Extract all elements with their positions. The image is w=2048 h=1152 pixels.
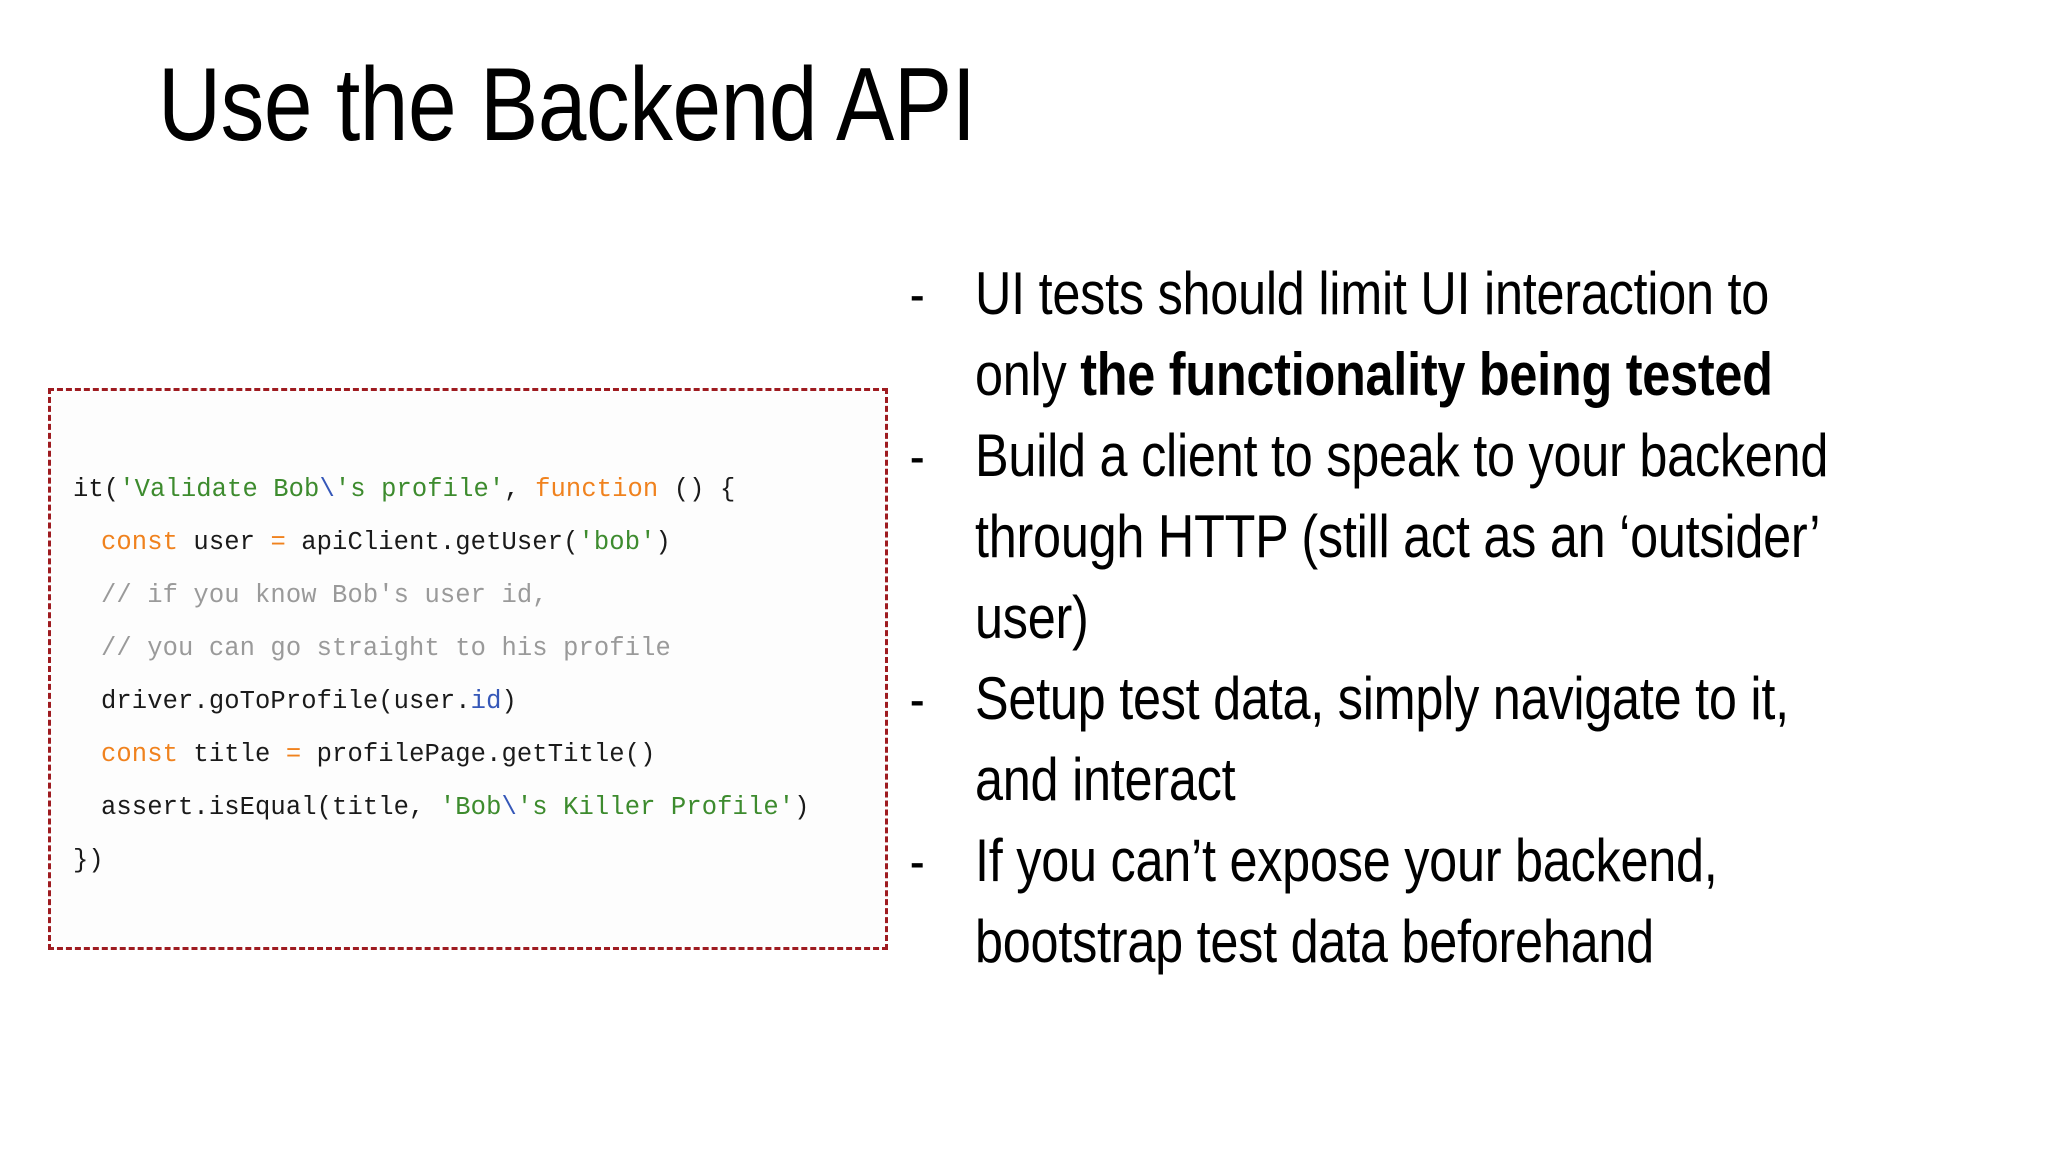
code-token-plain: profilePage.getTitle(): [301, 740, 656, 769]
code-token-plain: apiClient.getUser(: [285, 528, 579, 557]
bullet-dash-icon: -: [909, 829, 925, 892]
code-token-plain: () {: [658, 475, 736, 504]
bullet-text: Setup test data, simply navigate to it, …: [975, 658, 1857, 820]
code-token-comment: // you can go straight to his profile: [101, 634, 671, 663]
code-sample-block: it('Validate Bob\'s profile', function (…: [48, 388, 888, 950]
code-line: driver.goToProfile(user.id): [73, 675, 875, 728]
code-token-plain: user: [178, 528, 271, 557]
code-line: const title = profilePage.getTitle(): [73, 728, 875, 781]
code-token-string: 's profile': [334, 475, 505, 504]
bullet-span: UI tests should limit UI interaction to …: [975, 260, 1770, 408]
code-token-property: id: [470, 687, 502, 716]
bullet-item: -UI tests should limit UI interaction to…: [905, 253, 2025, 415]
code-token-keyword: const: [101, 528, 179, 557]
bullet-item: -If you can’t expose your backend, boots…: [905, 820, 2025, 982]
code-token-string: 'bob': [578, 528, 656, 557]
code-token-plain: ): [655, 528, 671, 557]
bullet-dash-icon: -: [909, 262, 925, 325]
code-token-plain: }): [73, 846, 104, 875]
code-token-plain: ): [501, 687, 517, 716]
bullet-span: Build a client to speak to your backend …: [975, 422, 1829, 651]
code-token-plain: title: [178, 740, 286, 769]
bullet-span: If you can’t expose your backend, bootst…: [975, 827, 1718, 975]
bullet-text: UI tests should limit UI interaction to …: [975, 253, 1857, 415]
code-line: // if you know Bob's user id,: [73, 569, 875, 622]
code-line: // you can go straight to his profile: [73, 622, 875, 675]
code-token-keyword: const: [101, 740, 179, 769]
code-token-plain: driver.goToProfile(user.: [101, 687, 471, 716]
code-token-escape: \: [319, 475, 335, 504]
code-token-comment: // if you know Bob's user id,: [101, 581, 548, 610]
code-token-string: 'Validate Bob: [119, 475, 320, 504]
code-token-string: 's Killer Profile': [516, 793, 795, 822]
bullet-item: -Setup test data, simply navigate to it,…: [905, 658, 2025, 820]
page-title: Use the Backend API: [158, 47, 976, 163]
bullet-emphasis: the functionality being tested: [1080, 341, 1773, 408]
code-line: assert.isEqual(title, 'Bob\'s Killer Pro…: [73, 781, 875, 834]
code-line: const user = apiClient.getUser('bob'): [73, 516, 875, 569]
code-token-escape: \: [501, 793, 517, 822]
bullet-text: If you can’t expose your backend, bootst…: [975, 820, 1857, 982]
bullet-item: -Build a client to speak to your backend…: [905, 415, 2025, 658]
bullet-span: Setup test data, simply navigate to it, …: [975, 665, 1789, 813]
bullet-dash-icon: -: [909, 424, 925, 487]
code-token-plain: assert.isEqual(title,: [101, 793, 440, 822]
code-line: }): [73, 834, 875, 887]
code-token-plain: ,: [504, 475, 536, 504]
bullet-dash-icon: -: [909, 667, 925, 730]
code-token-keyword: function: [535, 475, 659, 504]
code-token-plain: it(: [73, 475, 120, 504]
bullet-text: Build a client to speak to your backend …: [975, 415, 1857, 658]
code-token-plain: ): [794, 793, 810, 822]
code-token-operator: =: [285, 740, 302, 769]
code-token-string: 'Bob: [439, 793, 502, 822]
code-token-operator: =: [270, 528, 286, 557]
code-line: it('Validate Bob\'s profile', function (…: [73, 463, 875, 516]
code-sample-text: it('Validate Bob\'s profile', function (…: [73, 463, 875, 887]
bullet-list: -UI tests should limit UI interaction to…: [905, 253, 2025, 982]
